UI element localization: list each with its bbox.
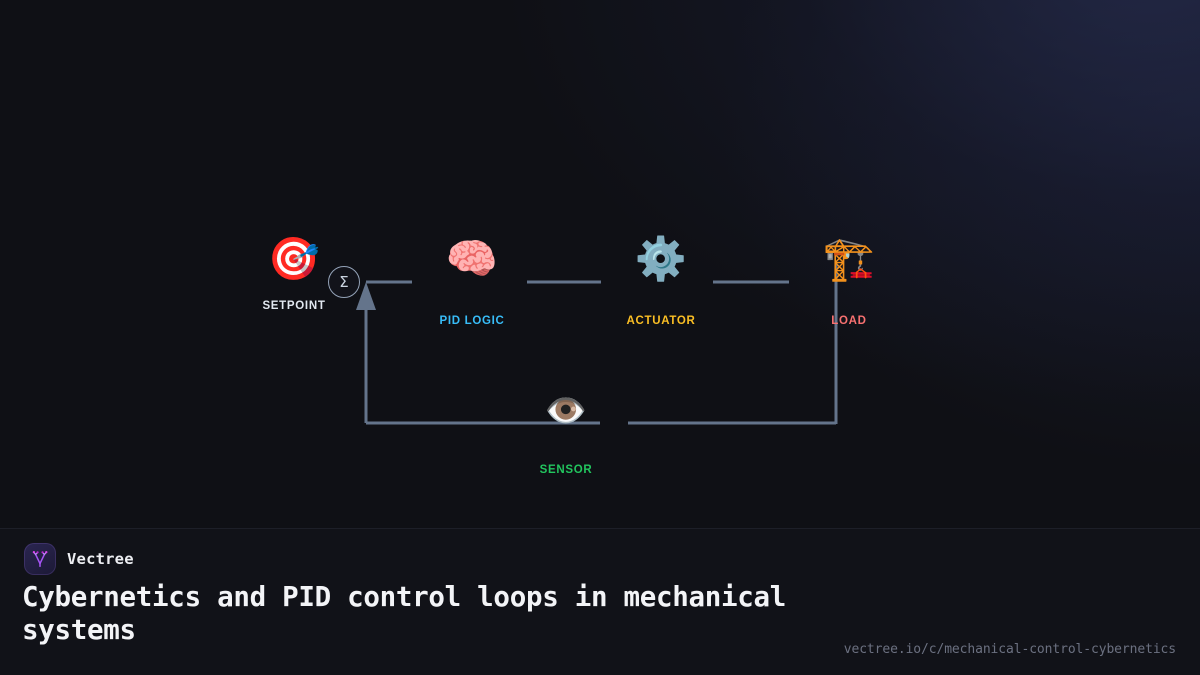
diagram-wires	[356, 262, 838, 425]
target-emoji: 🎯	[267, 234, 321, 283]
eye-emoji: 👁️	[544, 391, 588, 431]
page-title: Cybernetics and PID control loops in mec…	[22, 581, 787, 646]
node-pid-logic: 🧠 PID LOGIC	[422, 234, 522, 328]
gear-emoji: ⚙️	[634, 234, 688, 283]
feedback-arrowhead	[356, 282, 376, 310]
crane-emoji: 🏗️	[822, 234, 876, 283]
node-label-actuator: ACTUATOR	[626, 315, 696, 327]
brand-name: Vectree	[67, 550, 134, 568]
node-sensor: 👁️ SENSOR	[516, 394, 616, 476]
vectree-tree-logo	[24, 543, 56, 575]
brand-row: Vectree	[24, 543, 134, 575]
node-label-setpoint: SETPOINT	[262, 300, 326, 312]
node-label-sensor: SENSOR	[539, 464, 593, 476]
node-setpoint: 🎯 SETPOINT	[244, 234, 344, 313]
footer-bar: Vectree Cybernetics and PID control loop…	[0, 528, 1200, 675]
control-loop-diagram: Σ 🎯 SETPOINT 🧠 PID LOGIC ⚙️ ACTUATOR 🏗️ …	[244, 234, 899, 477]
node-label-load: LOAD	[831, 315, 867, 327]
node-load: 🏗️ LOAD	[799, 234, 899, 328]
source-url: vectree.io/c/mechanical-control-cybernet…	[843, 642, 1176, 657]
node-actuator: ⚙️ ACTUATOR	[611, 234, 711, 328]
vectree-logo-glyph	[32, 550, 48, 567]
brain-emoji: 🧠	[445, 234, 499, 283]
node-label-pid-logic: PID LOGIC	[439, 315, 505, 327]
summing-junction: Σ	[328, 266, 360, 298]
